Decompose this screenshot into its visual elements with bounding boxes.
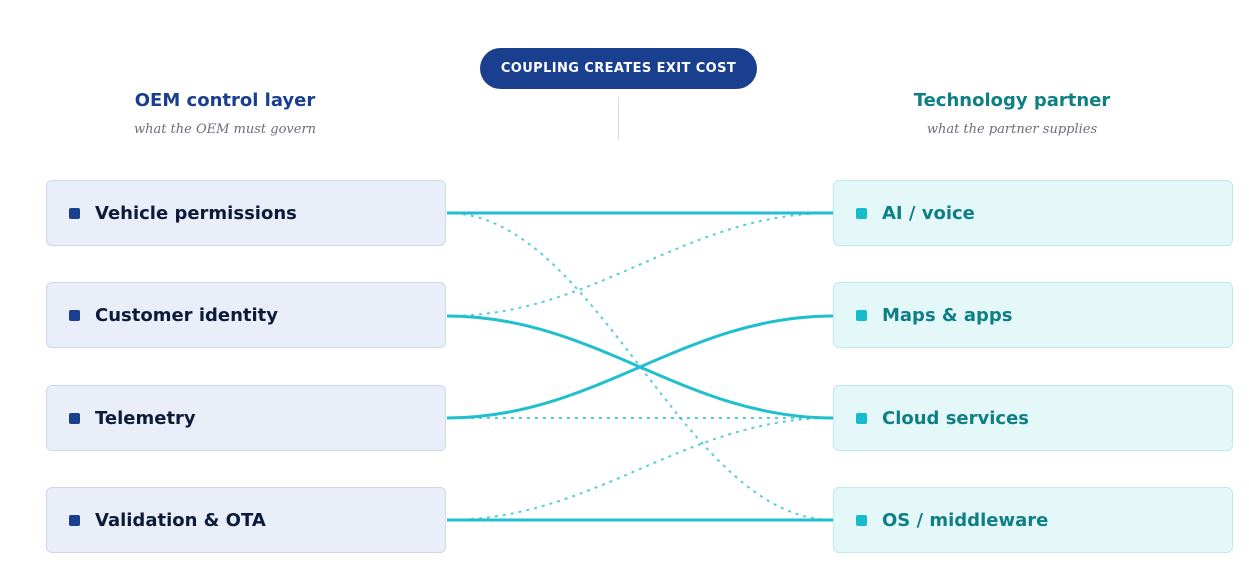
partner-item-cloud-services: Cloud services bbox=[833, 385, 1233, 451]
square-bullet-icon bbox=[856, 309, 867, 321]
exit-cost-badge: COUPLING CREATES EXIT COST bbox=[480, 48, 757, 89]
link-dotted-3-to-2 bbox=[446, 417, 834, 521]
square-bullet-icon bbox=[856, 207, 867, 219]
oem-column-title: OEM control layer bbox=[134, 90, 316, 111]
square-bullet-icon bbox=[69, 514, 80, 526]
oem-item-label: Validation & OTA bbox=[95, 509, 266, 531]
oem-column-subtitle: what the OEM must govern bbox=[133, 122, 317, 137]
partner-item-label: OS / middleware bbox=[882, 509, 1049, 531]
square-bullet-icon bbox=[856, 514, 867, 526]
oem-item-label: Telemetry bbox=[95, 407, 196, 429]
square-bullet-icon bbox=[856, 412, 867, 424]
partner-item-label: AI / voice bbox=[882, 202, 975, 224]
partner-column-subtitle: what the partner supplies bbox=[926, 122, 1098, 137]
oem-item-label: Vehicle permissions bbox=[95, 202, 297, 224]
oem-item-vehicle-permissions: Vehicle permissions bbox=[46, 180, 446, 246]
square-bullet-icon bbox=[69, 309, 80, 321]
oem-item-customer-identity: Customer identity bbox=[46, 282, 446, 348]
link-solid-2-to-1 bbox=[446, 314, 834, 420]
square-bullet-icon bbox=[69, 207, 80, 219]
partner-item-maps-apps: Maps & apps bbox=[833, 282, 1233, 348]
oem-item-validation-ota: Validation & OTA bbox=[46, 487, 446, 553]
oem-item-telemetry: Telemetry bbox=[46, 385, 446, 451]
link-dotted-0-to-3 bbox=[446, 212, 834, 521]
partner-item-os-middleware: OS / middleware bbox=[833, 487, 1233, 553]
center-divider bbox=[618, 97, 619, 139]
partner-item-label: Maps & apps bbox=[882, 304, 1013, 326]
link-solid-1-to-2 bbox=[446, 314, 834, 420]
partner-item-label: Cloud services bbox=[882, 407, 1030, 429]
link-dotted-1-to-0 bbox=[446, 212, 834, 317]
partner-column-title: Technology partner bbox=[913, 90, 1111, 111]
square-bullet-icon bbox=[69, 412, 80, 424]
oem-item-label: Customer identity bbox=[95, 304, 279, 326]
partner-item-ai-voice: AI / voice bbox=[833, 180, 1233, 246]
